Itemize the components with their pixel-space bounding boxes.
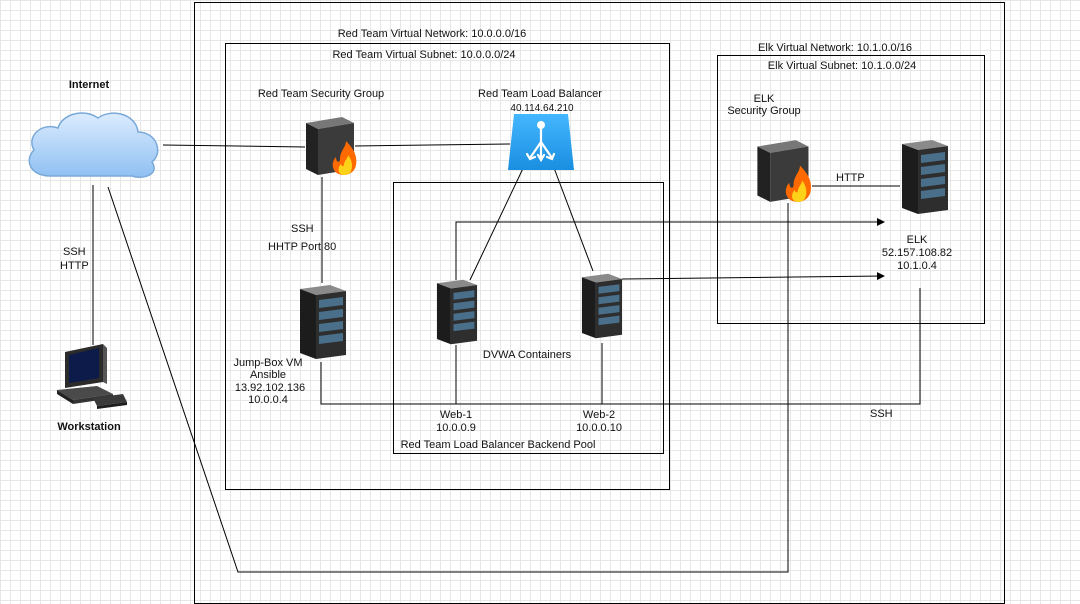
workstation-icon (57, 344, 127, 409)
web1-name-label: Web-1 (439, 409, 473, 421)
elk-network-label: Elk Virtual Network: 10.1.0.0/16 (758, 42, 912, 54)
elk-firewall-icon (757, 140, 812, 202)
jumpbox-name-label: Jump-Box VM (233, 357, 303, 369)
jumpbox-role-label: Ansible (249, 369, 287, 381)
load-balancer-to-web1-line (469, 159, 528, 281)
load-balancer-to-web2-line (550, 159, 594, 272)
elk-sg-subtitle: Security Group (727, 105, 801, 117)
elk-subnet-label: Elk Virtual Subnet: 10.1.0.0/24 (767, 60, 917, 72)
ssh-management-bus-line (320, 288, 921, 405)
elk-sg-title: ELK (753, 93, 775, 105)
elk-server-icon (902, 140, 948, 214)
workstation-label: Workstation (57, 421, 121, 433)
web2-name-label: Web-2 (582, 409, 616, 421)
elk-public-ip: 52.157.108.82 (881, 247, 953, 259)
jump-http-label: HHTP Port 80 (268, 241, 337, 253)
internet-to-elk-security-group-line (107, 186, 789, 573)
backend-pool-box (393, 182, 664, 454)
load-balancer-icon (508, 114, 574, 170)
cloud-icon (28, 112, 159, 178)
firewall-icon (306, 117, 357, 175)
load-balancer-ip: 40.114.64.210 (510, 103, 574, 114)
internet-to-security-group-line (162, 144, 306, 148)
security-group-label: Red Team Security Group (257, 88, 385, 100)
ws-ssh-label: SSH (63, 246, 86, 258)
web2-server-icon (581, 273, 623, 339)
jump-ssh-label: SSH (291, 223, 314, 235)
red-team-virtual-subnet-box (225, 43, 670, 490)
jumpbox-server-icon (300, 285, 346, 359)
web1-ip-label: 10.0.0.9 (436, 422, 476, 434)
jumpbox-public-ip: 13.92.102.136 (234, 382, 306, 394)
web2-to-elk-arrow (621, 272, 885, 281)
red-team-network-label: Red Team Virtual Network: 10.0.0.0/16 (337, 28, 527, 40)
security-group-to-load-balancer-line (354, 143, 511, 147)
internet-label: Internet (68, 79, 110, 91)
elk-virtual-subnet-box (717, 55, 985, 324)
elk-private-ip: 10.1.0.4 (897, 260, 937, 272)
jumpbox-private-ip: 10.0.0.4 (248, 394, 288, 406)
web1-to-elk-arrow (455, 218, 885, 280)
elk-http-label: HTTP (836, 172, 865, 184)
red-team-subnet-label: Red Team Virtual Subnet: 10.0.0.0/24 (332, 49, 516, 61)
ws-http-label: HTTP (60, 260, 89, 272)
load-balancer-label: Red Team Load Balancer (478, 88, 602, 100)
dvwa-containers-label: DVWA Containers (482, 349, 572, 361)
backend-pool-label: Red Team Load Balancer Backend Pool (400, 439, 596, 451)
elk-ssh-label: SSH (870, 408, 893, 420)
elk-name-label: ELK (906, 234, 928, 246)
web2-ip-label: 10.0.0.10 (576, 422, 622, 434)
web1-server-icon (436, 279, 478, 345)
